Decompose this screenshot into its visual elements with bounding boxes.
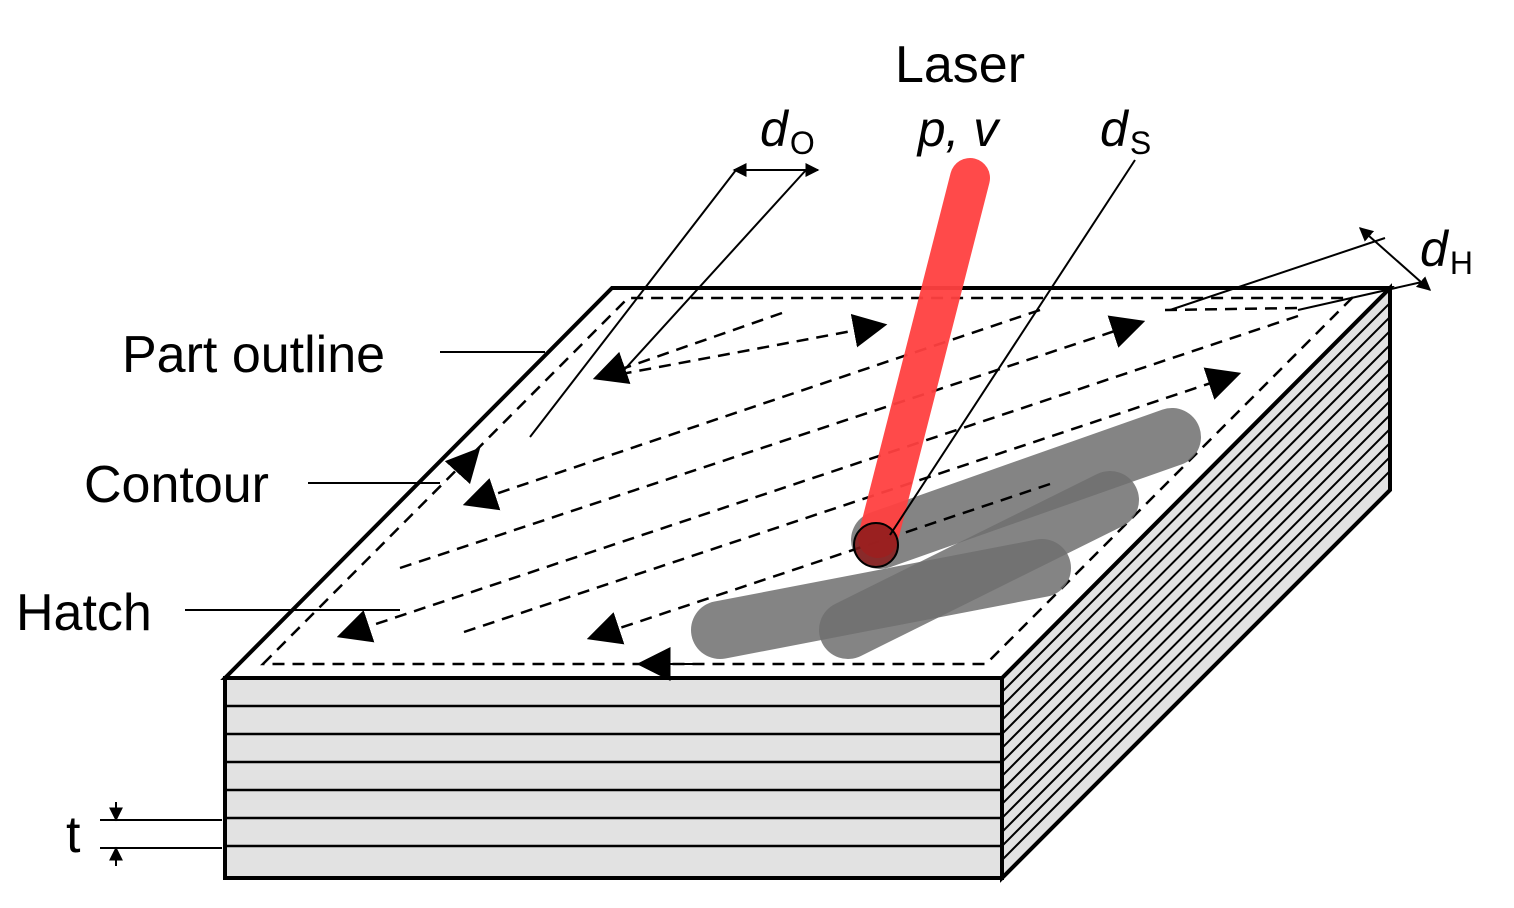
- front-face: [223, 676, 1004, 880]
- laser-label: Laser: [895, 36, 1025, 94]
- d-o-label: dO: [760, 101, 815, 161]
- d-s-leader: [889, 159, 1136, 536]
- contour-label: Contour: [84, 456, 269, 514]
- right-face: [1000, 283, 1392, 883]
- laser-params-label: p, v: [916, 101, 1002, 157]
- contour-arrow-left: [444, 447, 481, 485]
- part-outline-label: Part outline: [122, 326, 385, 384]
- hatch-label: Hatch: [16, 584, 152, 642]
- melt-track-3: [851, 408, 1201, 569]
- d-h-label: dH: [1420, 221, 1473, 281]
- right-layer-lines: [1002, 302, 1390, 861]
- melt-tracks: [691, 408, 1201, 659]
- front-layer-lines: [225, 704, 1002, 848]
- laser-beam: [858, 158, 990, 558]
- d-s-label: dS: [1100, 101, 1151, 161]
- laser-spot: [853, 522, 899, 568]
- layer-thickness-dimension: [100, 802, 222, 866]
- d-o-dimension: [529, 163, 820, 438]
- d-h-dimension: [1169, 227, 1432, 311]
- melt-track-2: [819, 471, 1139, 659]
- layer-thickness-label: t: [66, 806, 81, 864]
